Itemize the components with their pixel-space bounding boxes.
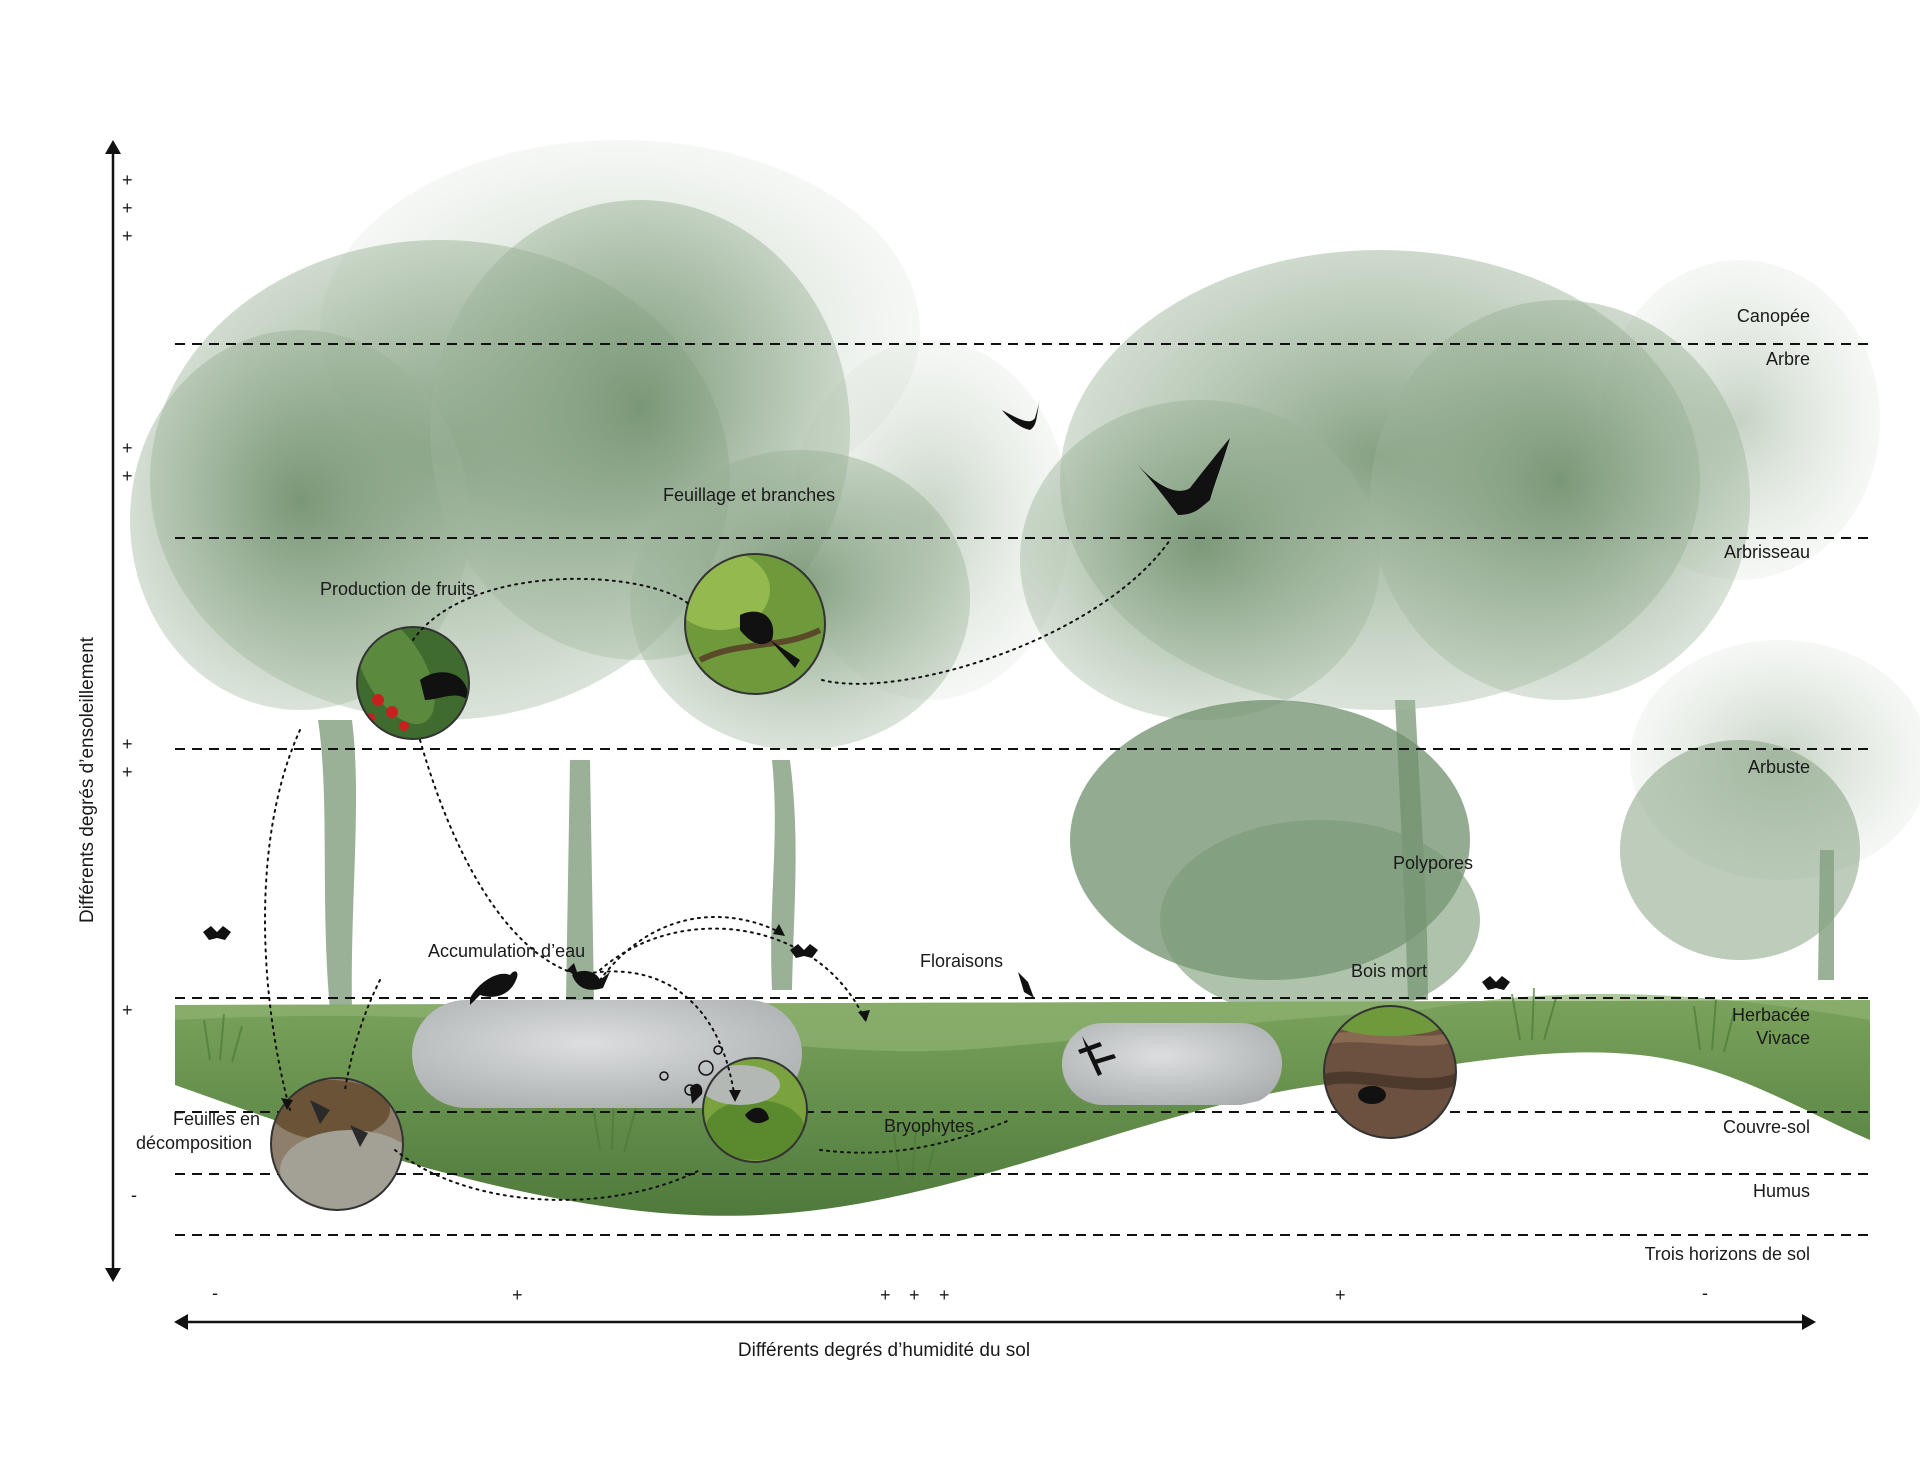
y-sign: + [122,226,133,247]
label-polypores: Polypores [1393,852,1473,874]
y-sign: - [131,1185,137,1206]
y-sign: + [122,198,133,219]
y-axis [105,140,121,1282]
stratum-vivace: Vivace [1756,1028,1810,1049]
y-sign: + [122,734,133,755]
label-bois-mort: Bois mort [1351,960,1427,982]
x-axis-label: Différents degrés d’humidité du sol [738,1340,1030,1362]
stratum-arbuste: Arbuste [1748,757,1810,778]
stratum-horizons: Trois horizons de sol [1645,1244,1810,1265]
x-axis [174,1314,1816,1330]
x-sign: - [1702,1283,1708,1304]
label-eau: Accumulation d’eau [428,940,585,962]
x-sign: + [512,1285,523,1306]
label-feuillage: Feuillage et branches [663,484,835,506]
label-fruits: Production de fruits [320,578,475,600]
label-bryophytes: Bryophytes [884,1115,974,1137]
stratum-humus: Humus [1753,1181,1810,1202]
stratum-couvre-sol: Couvre-sol [1723,1117,1810,1138]
label-floraisons: Floraisons [920,950,1003,972]
y-sign: + [122,170,133,191]
y-sign: + [122,762,133,783]
y-sign: + [122,1000,133,1021]
y-sign: + [122,466,133,487]
x-sign: + [1335,1285,1346,1306]
stratum-canopee: Canopée [1737,306,1810,327]
x-sign: + [880,1285,891,1306]
stratum-herbacee: Herbacée [1732,1005,1810,1026]
label-feuilles-line1: Feuilles en [173,1108,260,1130]
x-sign: - [212,1283,218,1304]
x-sign: + [909,1285,920,1306]
stratum-arbre: Arbre [1766,349,1810,370]
stratum-arbrisseau: Arbrisseau [1724,542,1810,563]
y-sign: + [122,438,133,459]
label-feuilles-line2: décomposition [136,1132,252,1154]
x-sign: + [939,1285,950,1306]
y-axis-label: Différents degrés d’ensoleillement [77,637,99,923]
